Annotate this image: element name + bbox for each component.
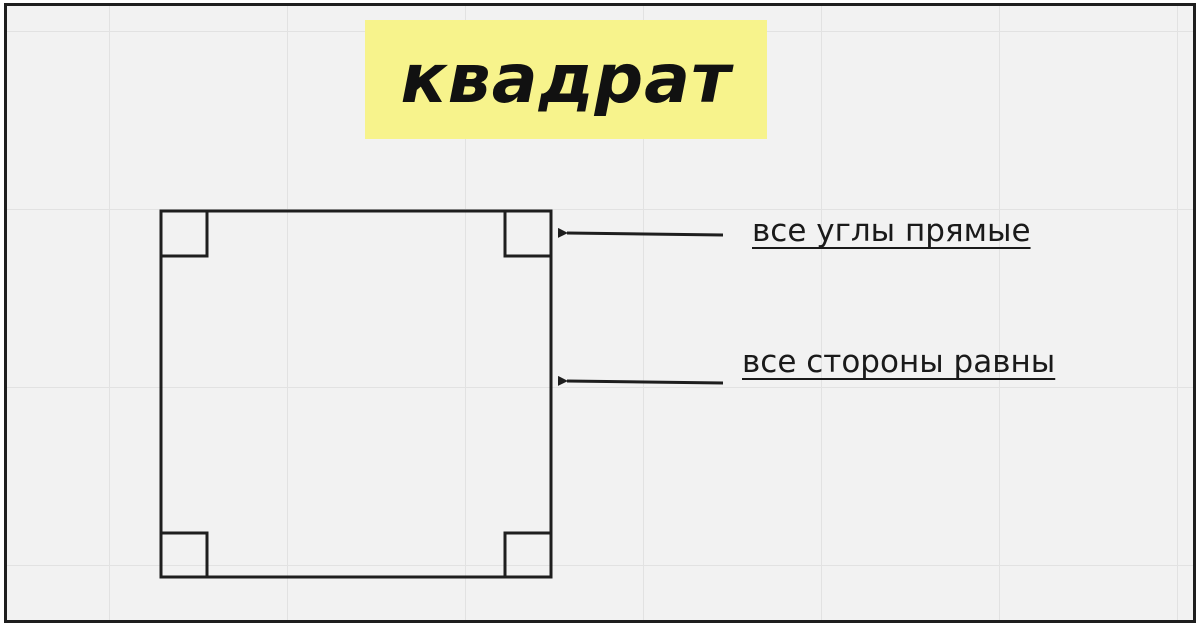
square-shape (159, 209, 553, 579)
right-angle-marker-top-right (503, 211, 551, 258)
arrow-to-side (557, 375, 724, 386)
arrow-to-corner (557, 227, 724, 238)
label-all-sides-equal: все стороны равны (742, 344, 1056, 380)
canvas-board: квадрат все углы прямые все стороны равн… (4, 3, 1196, 623)
title-highlight: квадрат (365, 20, 767, 139)
square-diagram (159, 209, 724, 579)
right-angle-marker-bottom-left (161, 531, 209, 577)
right-angle-marker-top-left (161, 211, 209, 258)
right-angle-marker-bottom-right (503, 531, 551, 577)
page-title: квадрат (400, 39, 732, 119)
label-all-angles-right: все углы прямые (752, 213, 1031, 249)
